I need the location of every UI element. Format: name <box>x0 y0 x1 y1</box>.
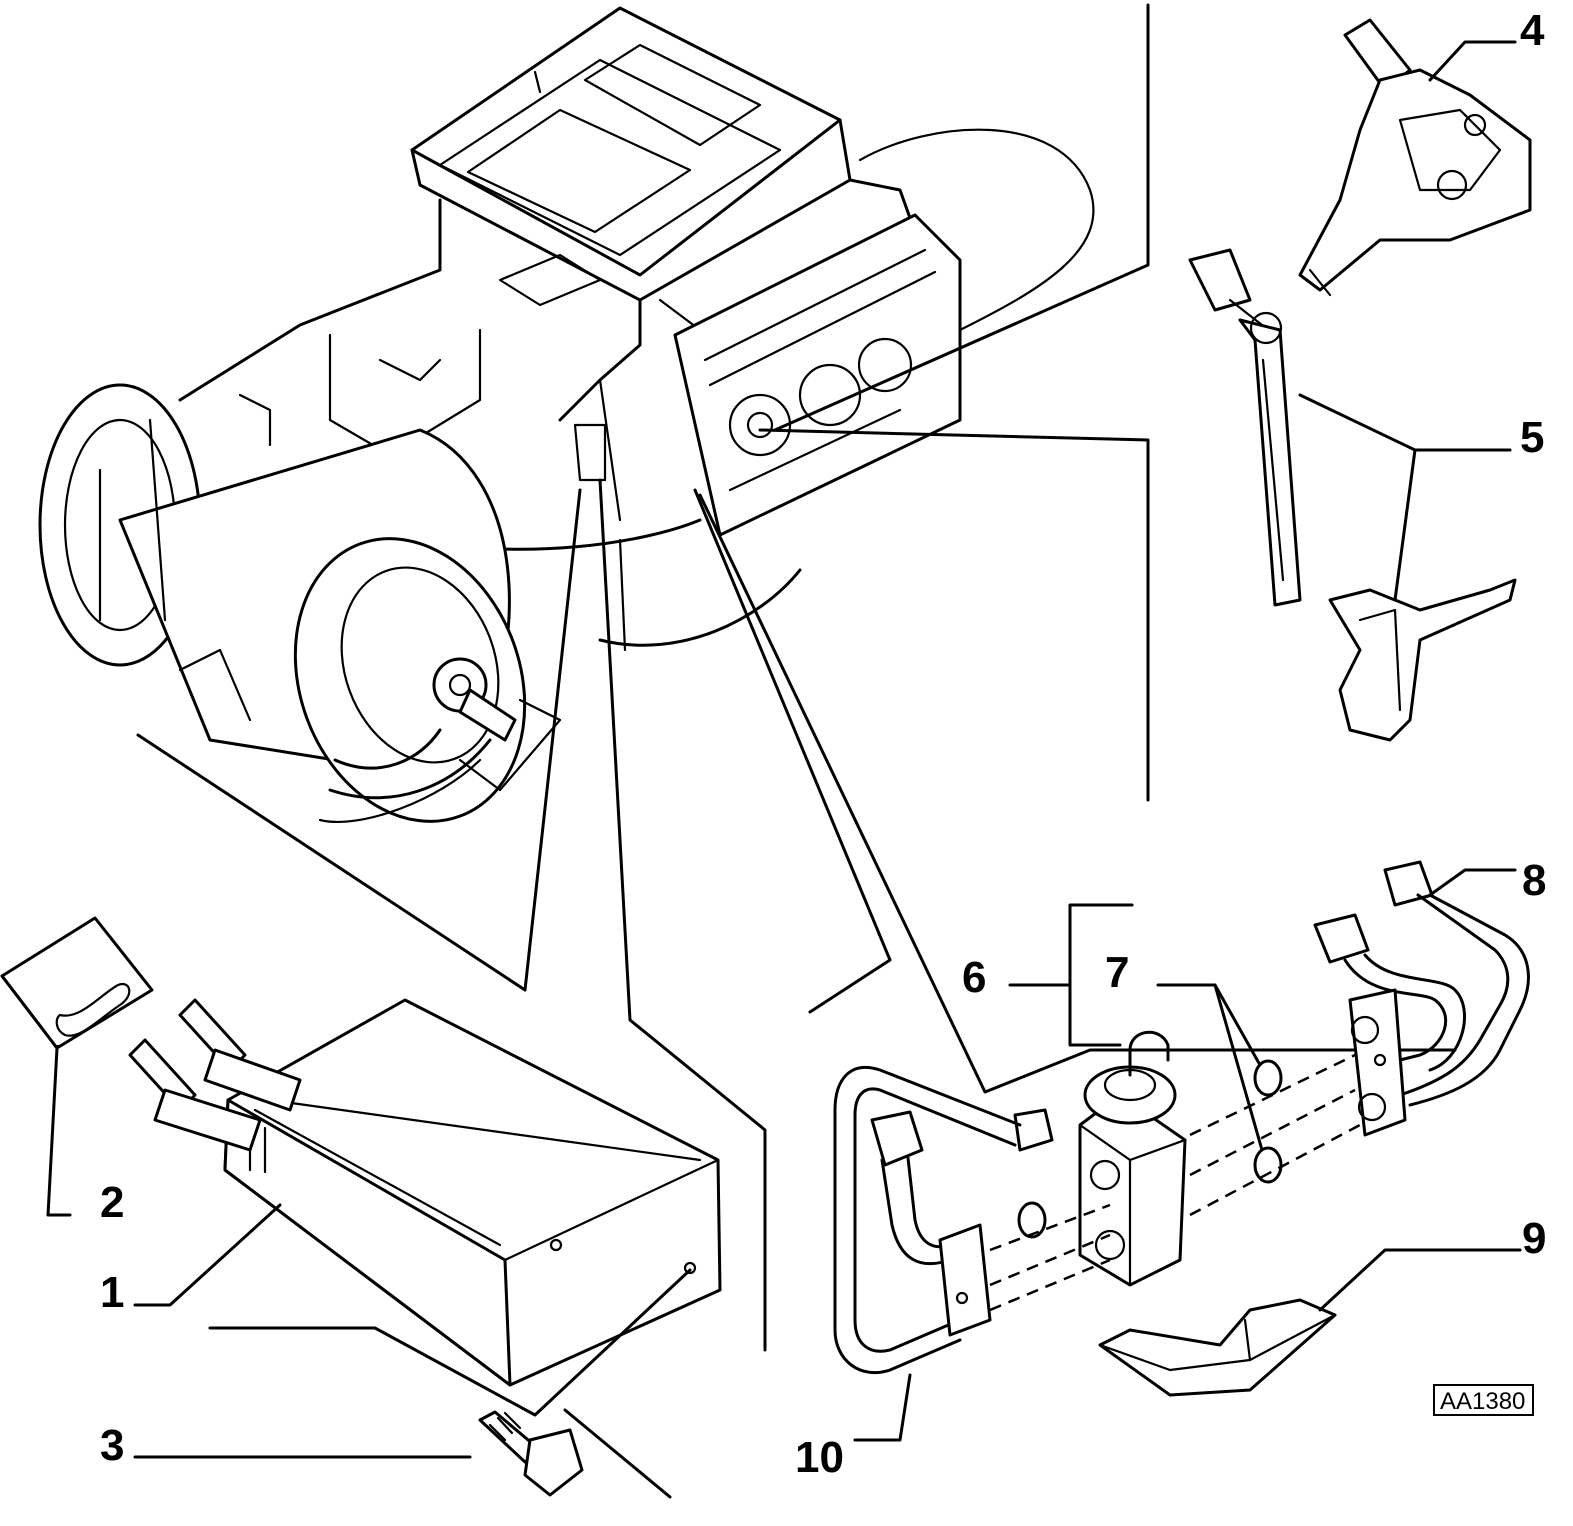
callout-3: 3 <box>100 1421 124 1470</box>
part-10-pipe <box>833 1065 1054 1442</box>
callout-5: 5 <box>1520 413 1544 462</box>
callout-9: 9 <box>1522 1214 1546 1263</box>
callout-2: 2 <box>100 1178 124 1227</box>
part-3-screw <box>133 1268 692 1499</box>
assembly-guide-lines <box>989 1053 1361 1312</box>
callout-labels: 1 2 3 4 5 6 7 8 9 10 <box>100 6 1546 1482</box>
part-7-o-ring-seals <box>1017 983 1283 1239</box>
blower-motor <box>38 383 562 824</box>
part-9-bracket <box>1098 1248 1522 1397</box>
callout-8: 8 <box>1522 856 1546 905</box>
part-2-rubber-mount <box>0 916 154 1217</box>
part-4-actuator <box>1298 18 1532 297</box>
callout-6: 6 <box>962 953 986 1002</box>
part-1-heater-core <box>128 998 722 1387</box>
housing-leader-lines <box>136 3 1457 1352</box>
callout-10: 10 <box>795 1433 844 1482</box>
reference-code: AA1380 <box>1440 1388 1525 1415</box>
heater-core-pipes <box>128 998 302 1152</box>
callout-4: 4 <box>1520 6 1545 55</box>
reference-code-box: AA1380 <box>1433 1384 1534 1416</box>
callout-1: 1 <box>100 1268 124 1317</box>
part-5-linkage <box>1188 248 1517 742</box>
callout-7: 7 <box>1105 948 1129 997</box>
heater-housing-assembly <box>178 6 1095 652</box>
part-8-pipes <box>1313 860 1530 1137</box>
